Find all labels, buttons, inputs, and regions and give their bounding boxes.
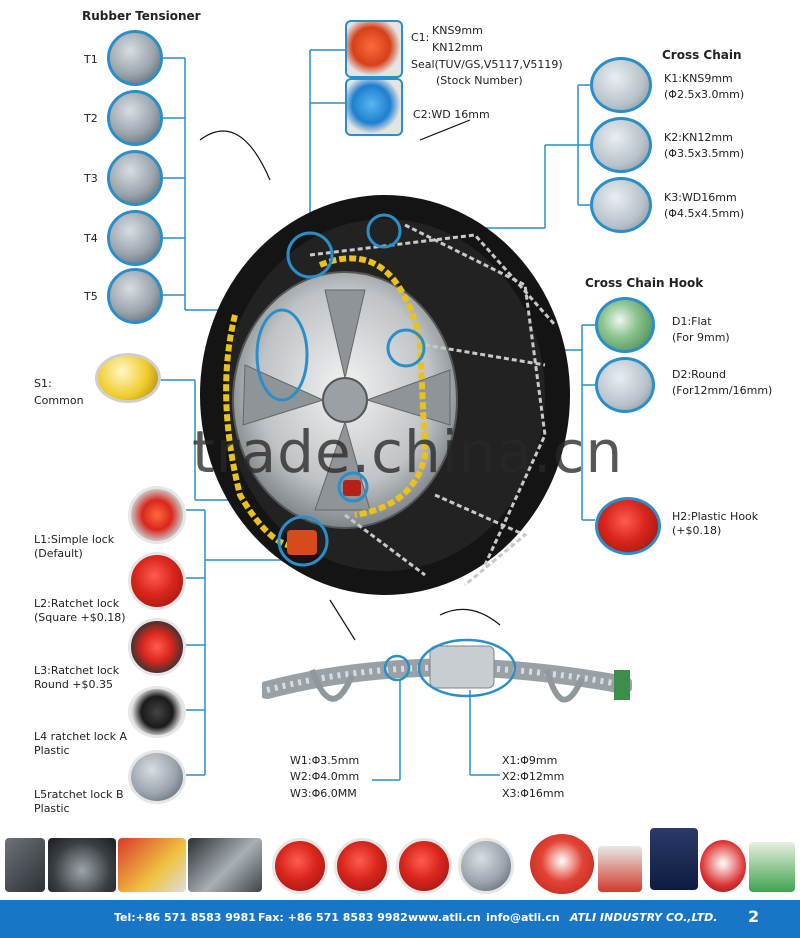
hook-d2-image (595, 357, 655, 413)
connector-c1-line1: KNS9mm (432, 24, 483, 37)
lock-l3-line1: L3:Ratchet lock (34, 664, 120, 677)
tensioner-t2-image (107, 90, 163, 146)
side-chain-s1-image (95, 353, 161, 403)
footer-bar: Tel:+86 571 8583 9981 Fax: +86 571 8583 … (0, 900, 800, 938)
hook-d1-note: (For 9mm) (672, 331, 730, 344)
tensioner-t4-image (107, 210, 163, 266)
lock-l2-line1: L2:Ratchet lock (34, 597, 120, 610)
lock-l3-line2: Round +$0.35 (34, 678, 114, 691)
tensioner-t1-label: T1 (84, 53, 98, 66)
lock-l2-image (128, 552, 186, 610)
connector-c2-label: C2:WD 16mm (413, 108, 490, 121)
hook-d2-note: (For12mm/16mm) (672, 384, 773, 397)
cross-chain-k3-name: K3:WD16mm (664, 191, 737, 204)
hook-d2-name: D2:Round (672, 368, 726, 381)
sleeve-x3: X3:Φ16mm (502, 787, 565, 800)
hook-d1-name: D1:Flat (672, 315, 712, 328)
sleeve-x1: X1:Φ9mm (502, 754, 558, 767)
thumbnail-tire-chain (48, 838, 116, 892)
lock-l5-image (128, 750, 186, 804)
side-chain-s1-name: Common (34, 394, 84, 407)
tensioner-t4-label: T4 (84, 232, 98, 245)
footer-fax: Fax: +86 571 8583 9982 (258, 911, 408, 924)
connector-c1-line3: Seal(TUV/GS,V5117,V5119) (411, 58, 563, 71)
tensioner-t3-image (107, 150, 163, 206)
lock-l5-line1: L5ratchet lock B (34, 788, 124, 801)
connector-c1-line4: (Stock Number) (436, 74, 523, 87)
cross-chain-k2-name: K2:KN12mm (664, 131, 733, 144)
cross-chain-k1-name: K1:KNS9mm (664, 72, 733, 85)
hook-h2-name: H2:Plastic Hook (672, 510, 759, 523)
cross-chain-k2-size: (Φ3.5x3.5mm) (664, 147, 745, 160)
tensioner-t5-label: T5 (84, 290, 98, 303)
footer-tel: Tel:+86 571 8583 9981 (114, 911, 256, 924)
footer-company: ATLI INDUSTRY CO.,LTD. (570, 911, 718, 924)
thumbnail-lock-4 (458, 838, 514, 894)
cross-chain-k2-image (590, 117, 652, 173)
lock-l1-line1: L1:Simple lock (34, 533, 115, 546)
lock-l4-line2: Plastic (34, 744, 70, 757)
lock-l5-line2: Plastic (34, 802, 70, 815)
sleeve-x2: X2:Φ12mm (502, 770, 565, 783)
connector-c1-label: C1: (411, 31, 430, 44)
thumbnail-4wd-case (700, 840, 746, 892)
footer-email[interactable]: info@atli.cn (486, 911, 560, 924)
thumbnail-box (598, 846, 642, 892)
cross-chain-title: Cross Chain (662, 48, 742, 62)
cross-chain-k3-size: (Φ4.5x4.5mm) (664, 207, 745, 220)
thumbnail-green-box (749, 842, 795, 892)
watermark-text: trade.china.cn (192, 418, 624, 486)
hook-h2-image (595, 497, 661, 555)
thumbnail-red-case (530, 834, 594, 894)
tensioner-t1-image (107, 30, 163, 86)
rubber-tensioner-title: Rubber Tensioner (82, 9, 201, 23)
tire-with-snow-chain-illustration (200, 195, 570, 595)
wire-w2: W2:Φ4.0mm (290, 770, 360, 783)
thumbnail-blue-bag (650, 828, 698, 890)
lock-l1-image (128, 486, 186, 544)
thumbnail-lock-1 (272, 838, 328, 894)
footer-website[interactable]: www.atli.cn (408, 911, 481, 924)
thumbnail-chain-closeup (5, 838, 45, 892)
thumbnail-silver-chain (188, 838, 262, 892)
lock-l2-line2: (Square +$0.18) (34, 611, 126, 624)
thumbnail-lock-3 (396, 838, 452, 894)
connector-c2-image (345, 78, 403, 136)
wire-rope-illustration (262, 638, 632, 703)
lock-l3-image (128, 618, 186, 676)
connector-c1-image (345, 20, 403, 78)
lock-l1-line2: (Default) (34, 547, 83, 560)
hook-d1-image (595, 297, 655, 353)
lock-l4-image (128, 686, 186, 738)
lock-l4-line1: L4 ratchet lock A (34, 730, 128, 743)
tensioner-t3-label: T3 (84, 172, 98, 185)
thumbnail-red-yellow-chain (118, 838, 186, 892)
footer-page-number: 2 (748, 907, 760, 926)
wire-w1: W1:Φ3.5mm (290, 754, 360, 767)
thumbnail-lock-2 (334, 838, 390, 894)
hook-h2-note: (+$0.18) (672, 524, 722, 537)
cross-chain-k1-image (590, 57, 652, 113)
tensioner-t5-image (107, 268, 163, 324)
side-chain-s1-label: S1: (34, 377, 52, 390)
connector-c1-line2: KN12mm (432, 41, 483, 54)
wire-w3: W3:Φ6.0MM (290, 787, 357, 800)
tensioner-t2-label: T2 (84, 112, 98, 125)
cross-chain-k3-image (590, 177, 652, 233)
cross-chain-hook-title: Cross Chain Hook (585, 276, 704, 290)
cross-chain-k1-size: (Φ2.5x3.0mm) (664, 88, 745, 101)
